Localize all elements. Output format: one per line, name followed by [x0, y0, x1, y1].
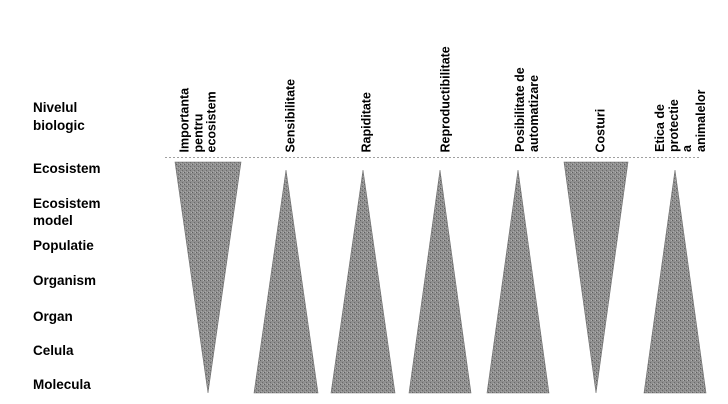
level-label: Organ [33, 309, 73, 324]
level-label: Molecula [33, 377, 91, 392]
wedge-down [174, 161, 242, 394]
row-heading: Nivelul biologic [33, 100, 85, 133]
level-label: Ecosistem model [33, 196, 101, 228]
wedge-up [643, 169, 707, 394]
wedge-up [253, 169, 319, 394]
wedge-group [174, 161, 707, 394]
level-label: Populatie [33, 238, 94, 253]
wedge-up [486, 169, 550, 394]
level-label: Ecosistem [33, 161, 101, 176]
wedge-up [408, 169, 472, 394]
wedge-down [563, 161, 629, 394]
level-label: Celula [33, 343, 74, 358]
level-label: Organism [33, 273, 97, 288]
wedge-up [330, 169, 396, 394]
